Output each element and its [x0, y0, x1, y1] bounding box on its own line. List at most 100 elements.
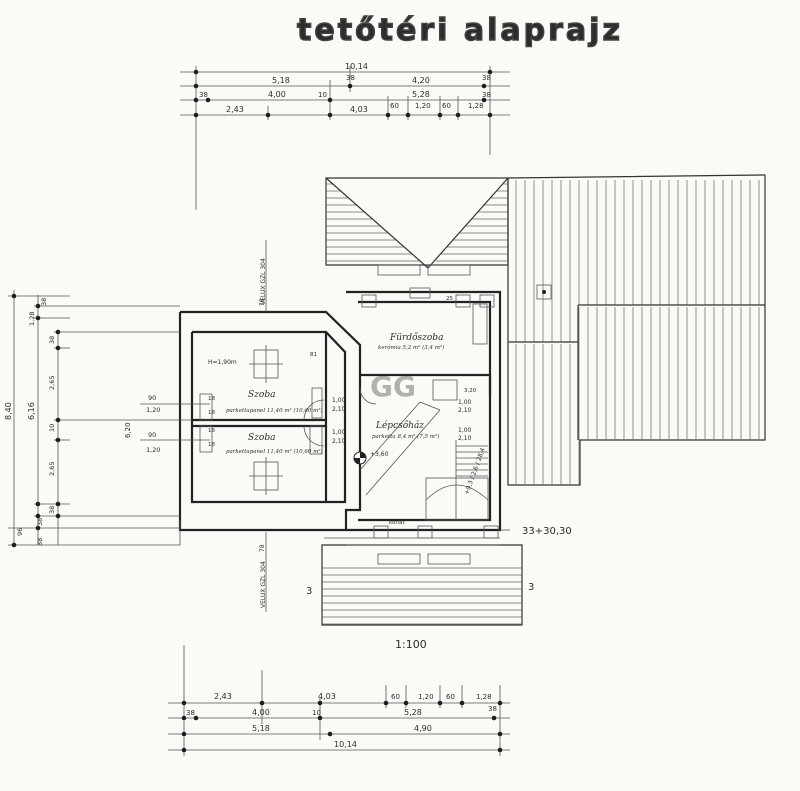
rail-label: korlát	[389, 519, 406, 526]
left-seg-8: 38	[36, 518, 44, 526]
drawing-title: tetőtéri alaprajz	[296, 12, 623, 48]
top-dim-row2-c: 4,20	[412, 76, 430, 85]
roof-right	[507, 174, 766, 486]
left-seg-1: 38	[40, 298, 48, 306]
title-text: tetőtéri alaprajz	[297, 13, 623, 48]
win-top-h: 1,20	[146, 406, 160, 414]
bot-dim-row1-e: 60	[446, 693, 455, 701]
bot-dim-row3-a: 5,18	[252, 724, 270, 733]
hall-name: Lépcsőház	[375, 420, 424, 431]
building-walls	[178, 287, 510, 546]
small-dim-2: 18	[208, 410, 215, 416]
watermark: GG	[370, 370, 416, 403]
left-seg-7: 38	[48, 506, 56, 514]
bathroom-name: Fürdőszoba	[389, 332, 443, 343]
bot-dim-row1-f: 1,28	[476, 693, 492, 701]
section-mark-right: 3	[528, 582, 534, 593]
top-dim-overall: 10,14	[345, 62, 368, 71]
door-b-h: 2,10	[332, 438, 346, 445]
bot-dim-row2-a: 38	[186, 709, 195, 717]
sill-top: 78	[259, 298, 266, 306]
top-dim-row4-e: 60	[442, 102, 451, 110]
hall-floor: parketta 8,4 m² (7,5 m²)	[372, 433, 439, 440]
top-dimension-chains: 10,14 5,18 38 4,20 38 38 4,00 10 5,28 38…	[180, 62, 510, 210]
top-dim-row3-a: 38	[199, 91, 208, 99]
velux-top: VELUX GZL 304	[260, 258, 267, 305]
door-b-w: 1,00	[332, 429, 346, 436]
bottom-dimension-chains: 2,43 4,03 60 1,20 60 1,28 38 4,00 10 5,2…	[168, 645, 510, 756]
bathroom-floor: kerámia 5,2 m² (3,4 m²)	[378, 344, 444, 351]
level-mark: +3,60	[370, 451, 389, 458]
bot-dim-row1-d: 1,20	[418, 693, 434, 701]
left-seg-10: 38	[36, 538, 44, 546]
left-seg-2: 1,28	[28, 312, 36, 326]
scale-label: 1:100	[395, 638, 427, 651]
small-dim-6: 25	[446, 296, 453, 302]
left-seg-5: 10	[48, 424, 56, 432]
left-seg-3: 38	[48, 336, 56, 344]
top-dim-row4-d: 1,20	[415, 102, 431, 110]
roof-top	[325, 177, 509, 276]
top-dim-row2-b: 38	[346, 74, 355, 82]
top-dim-row4-b: 4,03	[350, 105, 368, 114]
small-dim-5: 81	[310, 352, 317, 358]
room-top-floor: parkettapanel 11,40 m² (10,60 m²)	[226, 407, 323, 414]
bot-dim-row1-a: 2,43	[214, 692, 232, 701]
top-dim-row2-d: 38	[482, 74, 491, 82]
top-dim-row3-e: 38	[482, 91, 491, 99]
left-dim-outer: 8,40	[4, 402, 13, 420]
bot-dim-row1-b: 4,03	[318, 692, 336, 701]
height-label: H=1,90m	[208, 359, 237, 366]
room-bottom-floor: parkettapanel 11,40 m² (10,60 m²)	[226, 448, 323, 455]
dim-320: 3,20	[464, 388, 477, 394]
watermark-text: GG	[370, 370, 416, 403]
staircase: +0,3 / 2,6 / 28,4	[425, 440, 489, 521]
door-a-w: 1,00	[332, 397, 346, 404]
win-bot-w: 90	[148, 431, 156, 439]
bot-dim-overall: 10,14	[334, 740, 357, 749]
small-dim-3: 18	[208, 428, 215, 434]
left-dim-middle: 6,16	[27, 402, 36, 420]
stairs-note: +0,3 / 2,6 / 28,4	[463, 447, 486, 496]
bot-dim-row1-c: 60	[391, 693, 400, 701]
sill-bottom: 78	[259, 544, 266, 552]
bot-dim-row2-b: 4,00	[252, 708, 270, 717]
top-dim-row3-b: 4,00	[268, 90, 286, 99]
room-labels: Fürdőszoba kerámia 5,2 m² (3,4 m²) Szoba…	[226, 332, 444, 455]
left-seg-6: 2,65	[48, 462, 56, 476]
bot-dim-row2-c: 10	[312, 709, 321, 717]
wall-dim-620: 6,20	[124, 422, 132, 438]
interior-dimensions: 90 1,20 90 1,20 6,20 1,00 2,10 1,00 2,10…	[124, 296, 472, 454]
win-bot-h: 1,20	[146, 446, 160, 454]
roof-bottom: 3 3	[306, 544, 534, 626]
top-dim-row2-a: 5,18	[272, 76, 290, 85]
bot-dim-row2-d: 5,28	[404, 708, 422, 717]
door-c-w: 1,00	[458, 399, 472, 406]
top-dim-row3-d: 5,28	[412, 90, 430, 99]
door-d-h: 2,10	[458, 435, 472, 442]
bot-dim-row3-b: 4,90	[414, 724, 432, 733]
small-dim-1: 18	[208, 396, 215, 402]
velux-bottom: VELUX GZL 304	[260, 561, 267, 608]
roof-note: 33+30,30	[522, 526, 572, 537]
top-dim-row4-c: 60	[390, 102, 399, 110]
section-mark-left: 3	[306, 586, 312, 597]
top-dim-row3-c: 10	[318, 91, 327, 99]
left-dimension-chains: 8,40 6,16 38 1,28 38 2,65 10 2,65 38 38 …	[4, 290, 192, 548]
top-dim-row4-f: 1,28	[468, 102, 484, 110]
room-top-name: Szoba	[248, 390, 275, 400]
left-seg-9: 96	[16, 528, 24, 536]
small-dim-4: 18	[208, 442, 215, 448]
interior-annotations: +3,60 H=1,90m korlát 3,20 33+30,30 VELUX…	[208, 240, 572, 651]
bot-dim-row2-e: 38	[488, 705, 497, 713]
win-top-w: 90	[148, 394, 156, 402]
door-c-h: 2,10	[458, 407, 472, 414]
door-a-h: 2,10	[332, 406, 346, 413]
room-bottom-name: Szoba	[248, 433, 275, 443]
left-seg-4: 2,65	[48, 376, 56, 390]
skylights	[249, 303, 488, 495]
top-dim-row4-a: 2,43	[226, 105, 244, 114]
door-d-w: 1,00	[458, 427, 472, 434]
